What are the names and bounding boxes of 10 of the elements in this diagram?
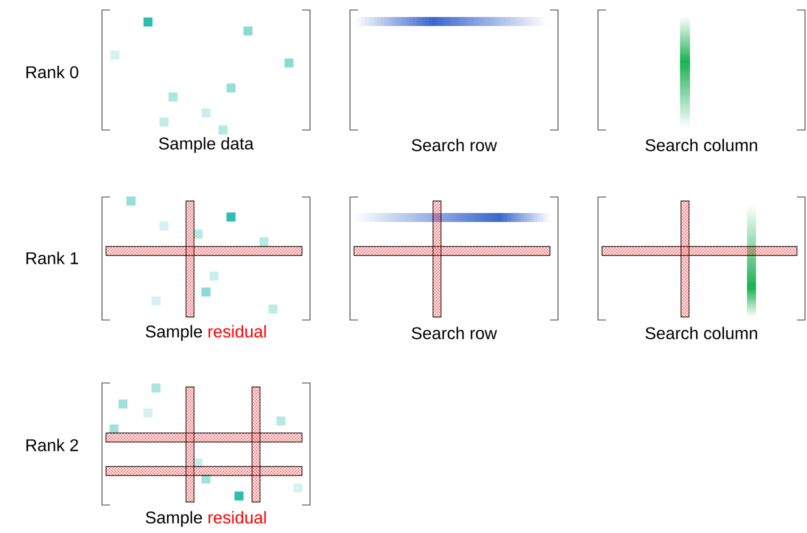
panel-caption: Search row	[412, 326, 497, 340]
panel-caption: Sample residual	[146, 325, 266, 341]
panel-caption: Search row	[412, 138, 497, 152]
row-label: Rank 2	[26, 438, 78, 452]
panel-caption: Search column	[646, 138, 758, 152]
panel-caption: Search column	[646, 326, 758, 340]
row-label: Rank 0	[26, 66, 78, 78]
panel-caption: Sample data	[159, 137, 254, 153]
panel-caption: Sample residual	[146, 511, 266, 527]
row-label: Rank 1	[26, 252, 78, 264]
